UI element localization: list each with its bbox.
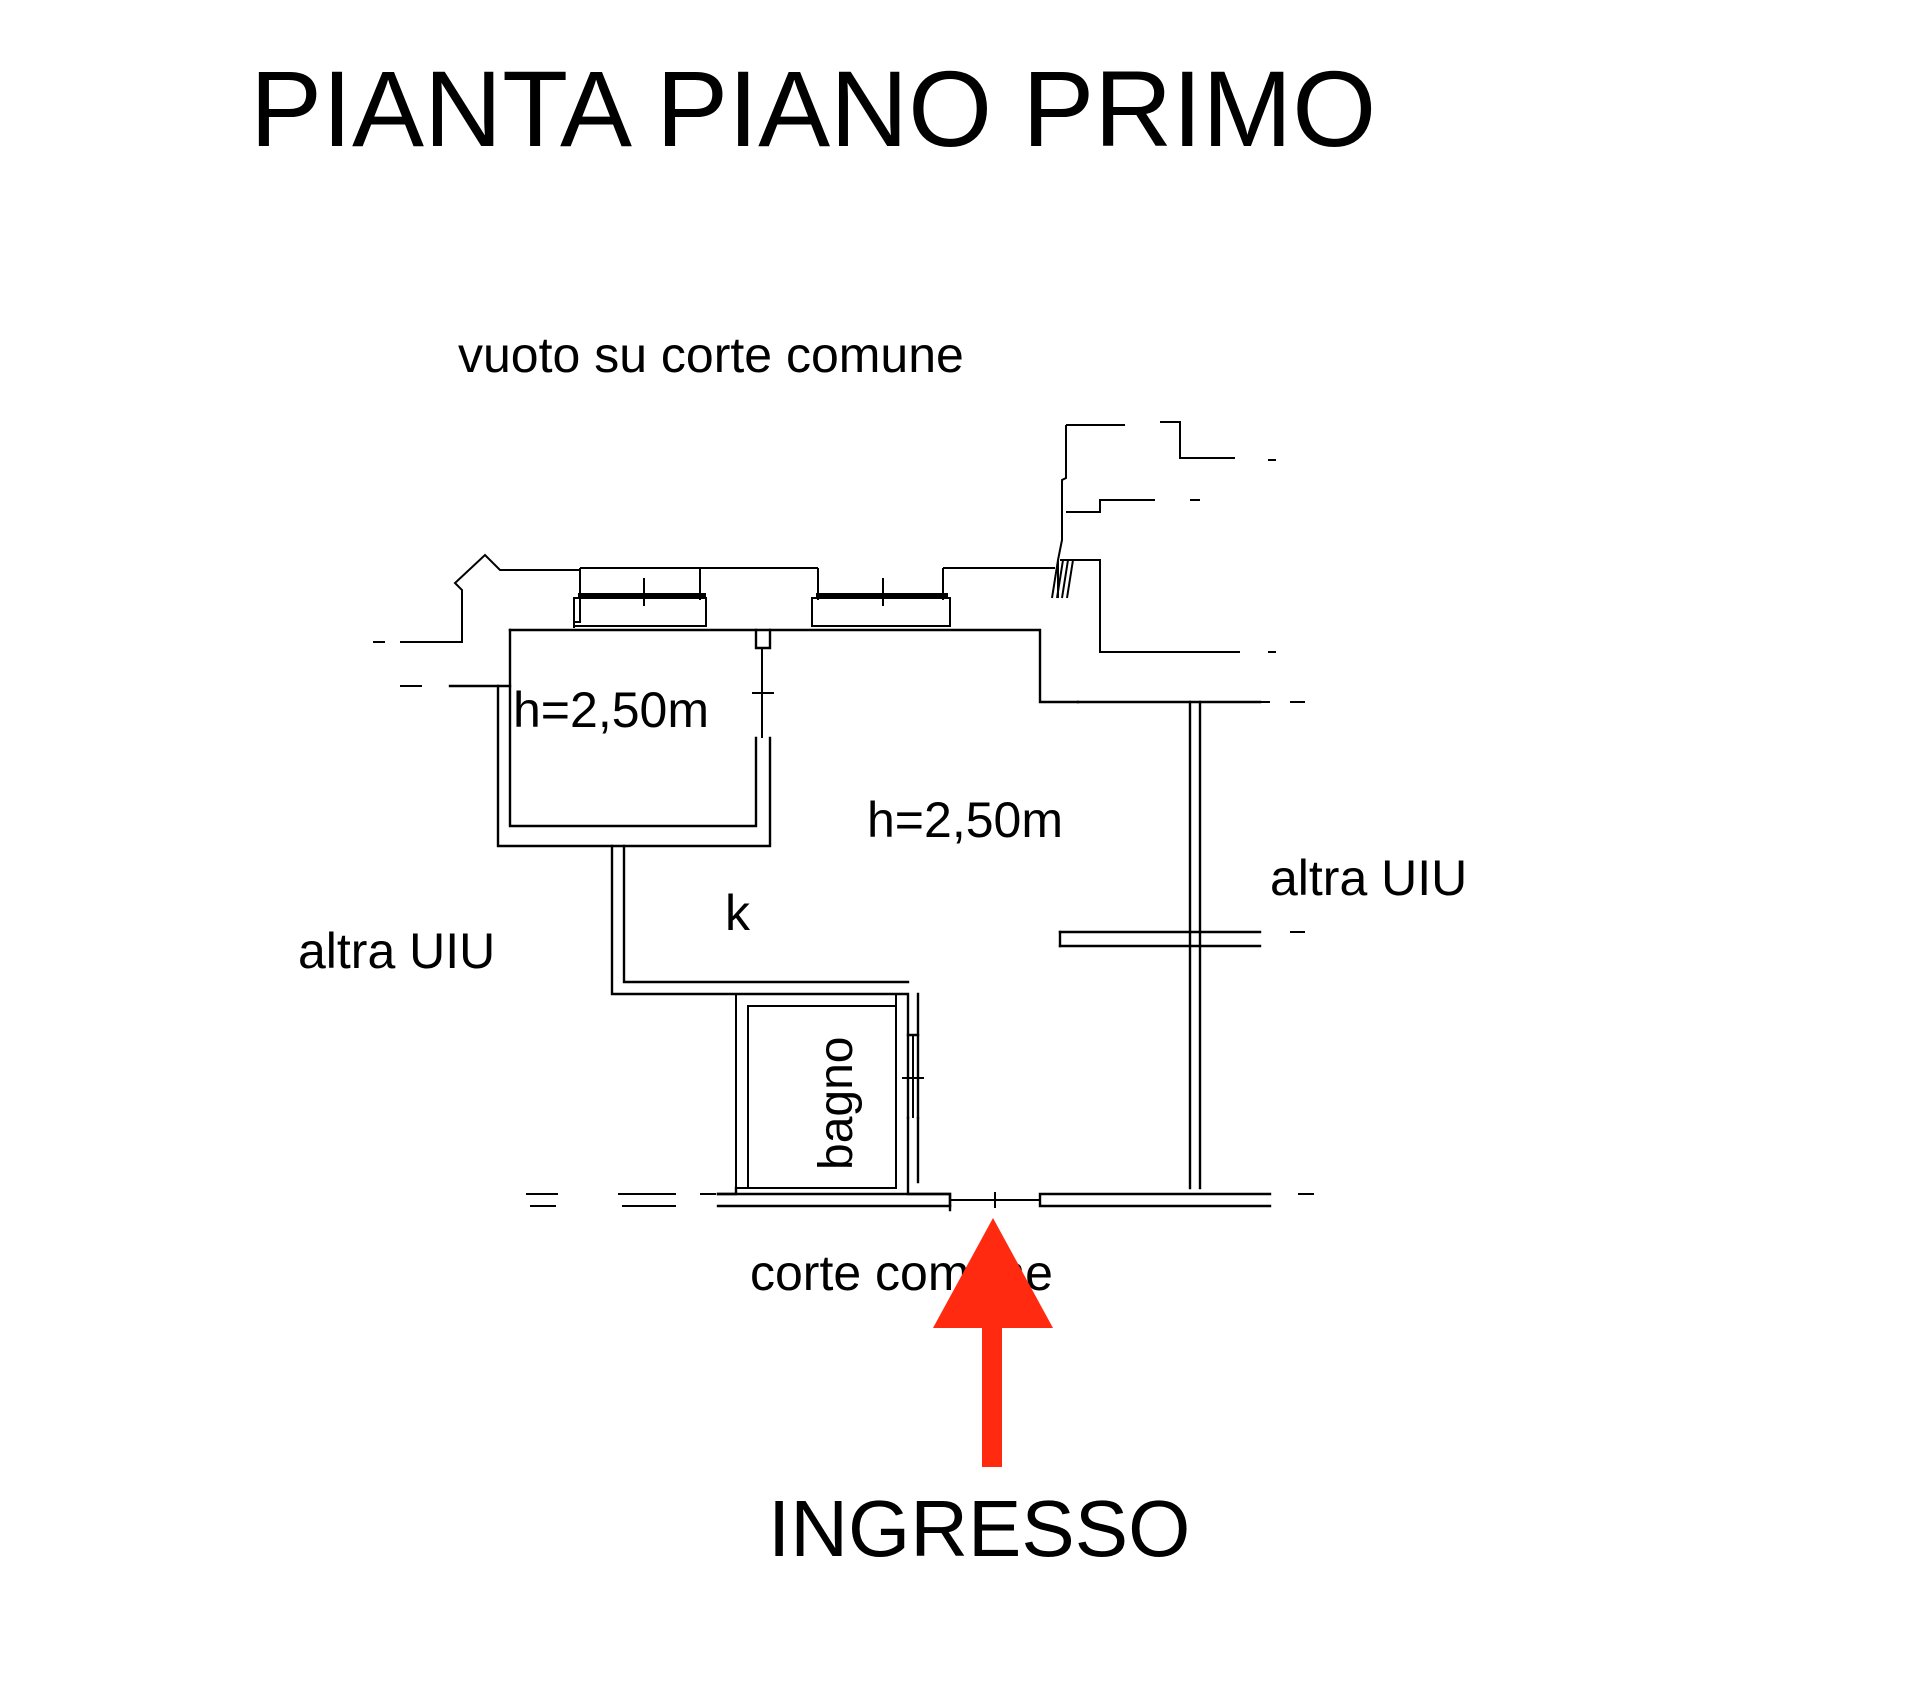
kitchen-label: k xyxy=(725,885,751,941)
entrance-label: INGRESSO xyxy=(768,1484,1190,1573)
main-room-height-label: h=2,50m xyxy=(867,792,1063,848)
right-unit-label: altra UIU xyxy=(1270,850,1467,906)
top-void-label: vuoto su corte comune xyxy=(458,327,964,383)
left-unit-label: altra UIU xyxy=(298,923,495,979)
dashed-lines xyxy=(373,459,1314,1207)
small-room-height-label: h=2,50m xyxy=(513,682,709,738)
bathroom-label: bagno xyxy=(810,1037,863,1170)
page-title: PIANTA PIANO PRIMO xyxy=(250,48,1376,169)
walls xyxy=(400,421,1272,1212)
arrow-up-icon xyxy=(933,1218,1053,1467)
